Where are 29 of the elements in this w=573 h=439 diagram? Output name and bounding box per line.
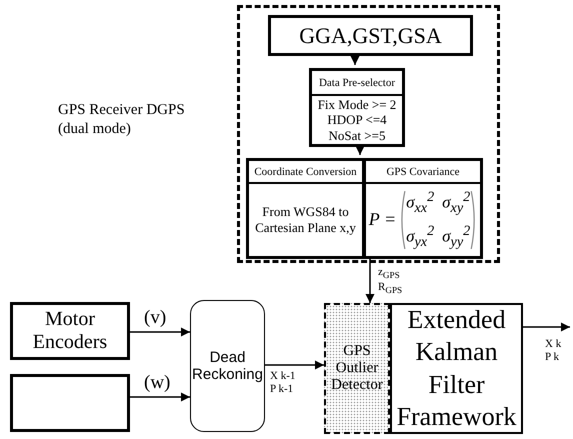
- dashed-box: [324, 303, 390, 434]
- rounded-box: [190, 300, 265, 432]
- box-heading: GPS Covariance: [386, 166, 460, 178]
- process-box: [10, 302, 130, 360]
- box-heading: Coordinate Conversion: [254, 166, 357, 178]
- process-box: [268, 15, 473, 56]
- box-label: Fix Mode >= 2: [318, 96, 396, 112]
- receiver-note: GPS Receiver DGPS (dual mode): [58, 101, 186, 138]
- box-label: From WGS84 to Cartesian Plane x,y: [254, 204, 357, 236]
- box-label: Extended Kalman Filter Framework: [396, 304, 518, 433]
- matrix-label: P =: [368, 209, 396, 231]
- box-label: GPS Outlier Detector: [330, 342, 384, 394]
- arrow: [130, 392, 190, 402]
- box-label: Dead Reckoning: [191, 348, 264, 384]
- dashed-group-box: [237, 5, 500, 263]
- box-label: HDOP <=4: [327, 112, 387, 128]
- arrow: [130, 328, 190, 336]
- box-heading: Data Pre-selector: [318, 76, 396, 88]
- process-box: [363, 158, 483, 259]
- edge-label: (w): [144, 372, 170, 394]
- process-box: [10, 374, 130, 432]
- edge-label: (v): [144, 307, 166, 329]
- arrow: [523, 322, 570, 332]
- box-label: Motor Encoders: [32, 308, 108, 354]
- arrow: [265, 360, 324, 370]
- process-box: [309, 68, 405, 147]
- box-label: GGA,GST,GSA: [299, 22, 442, 48]
- box-label: NoSat >=5: [328, 128, 386, 144]
- process-box: [246, 158, 365, 259]
